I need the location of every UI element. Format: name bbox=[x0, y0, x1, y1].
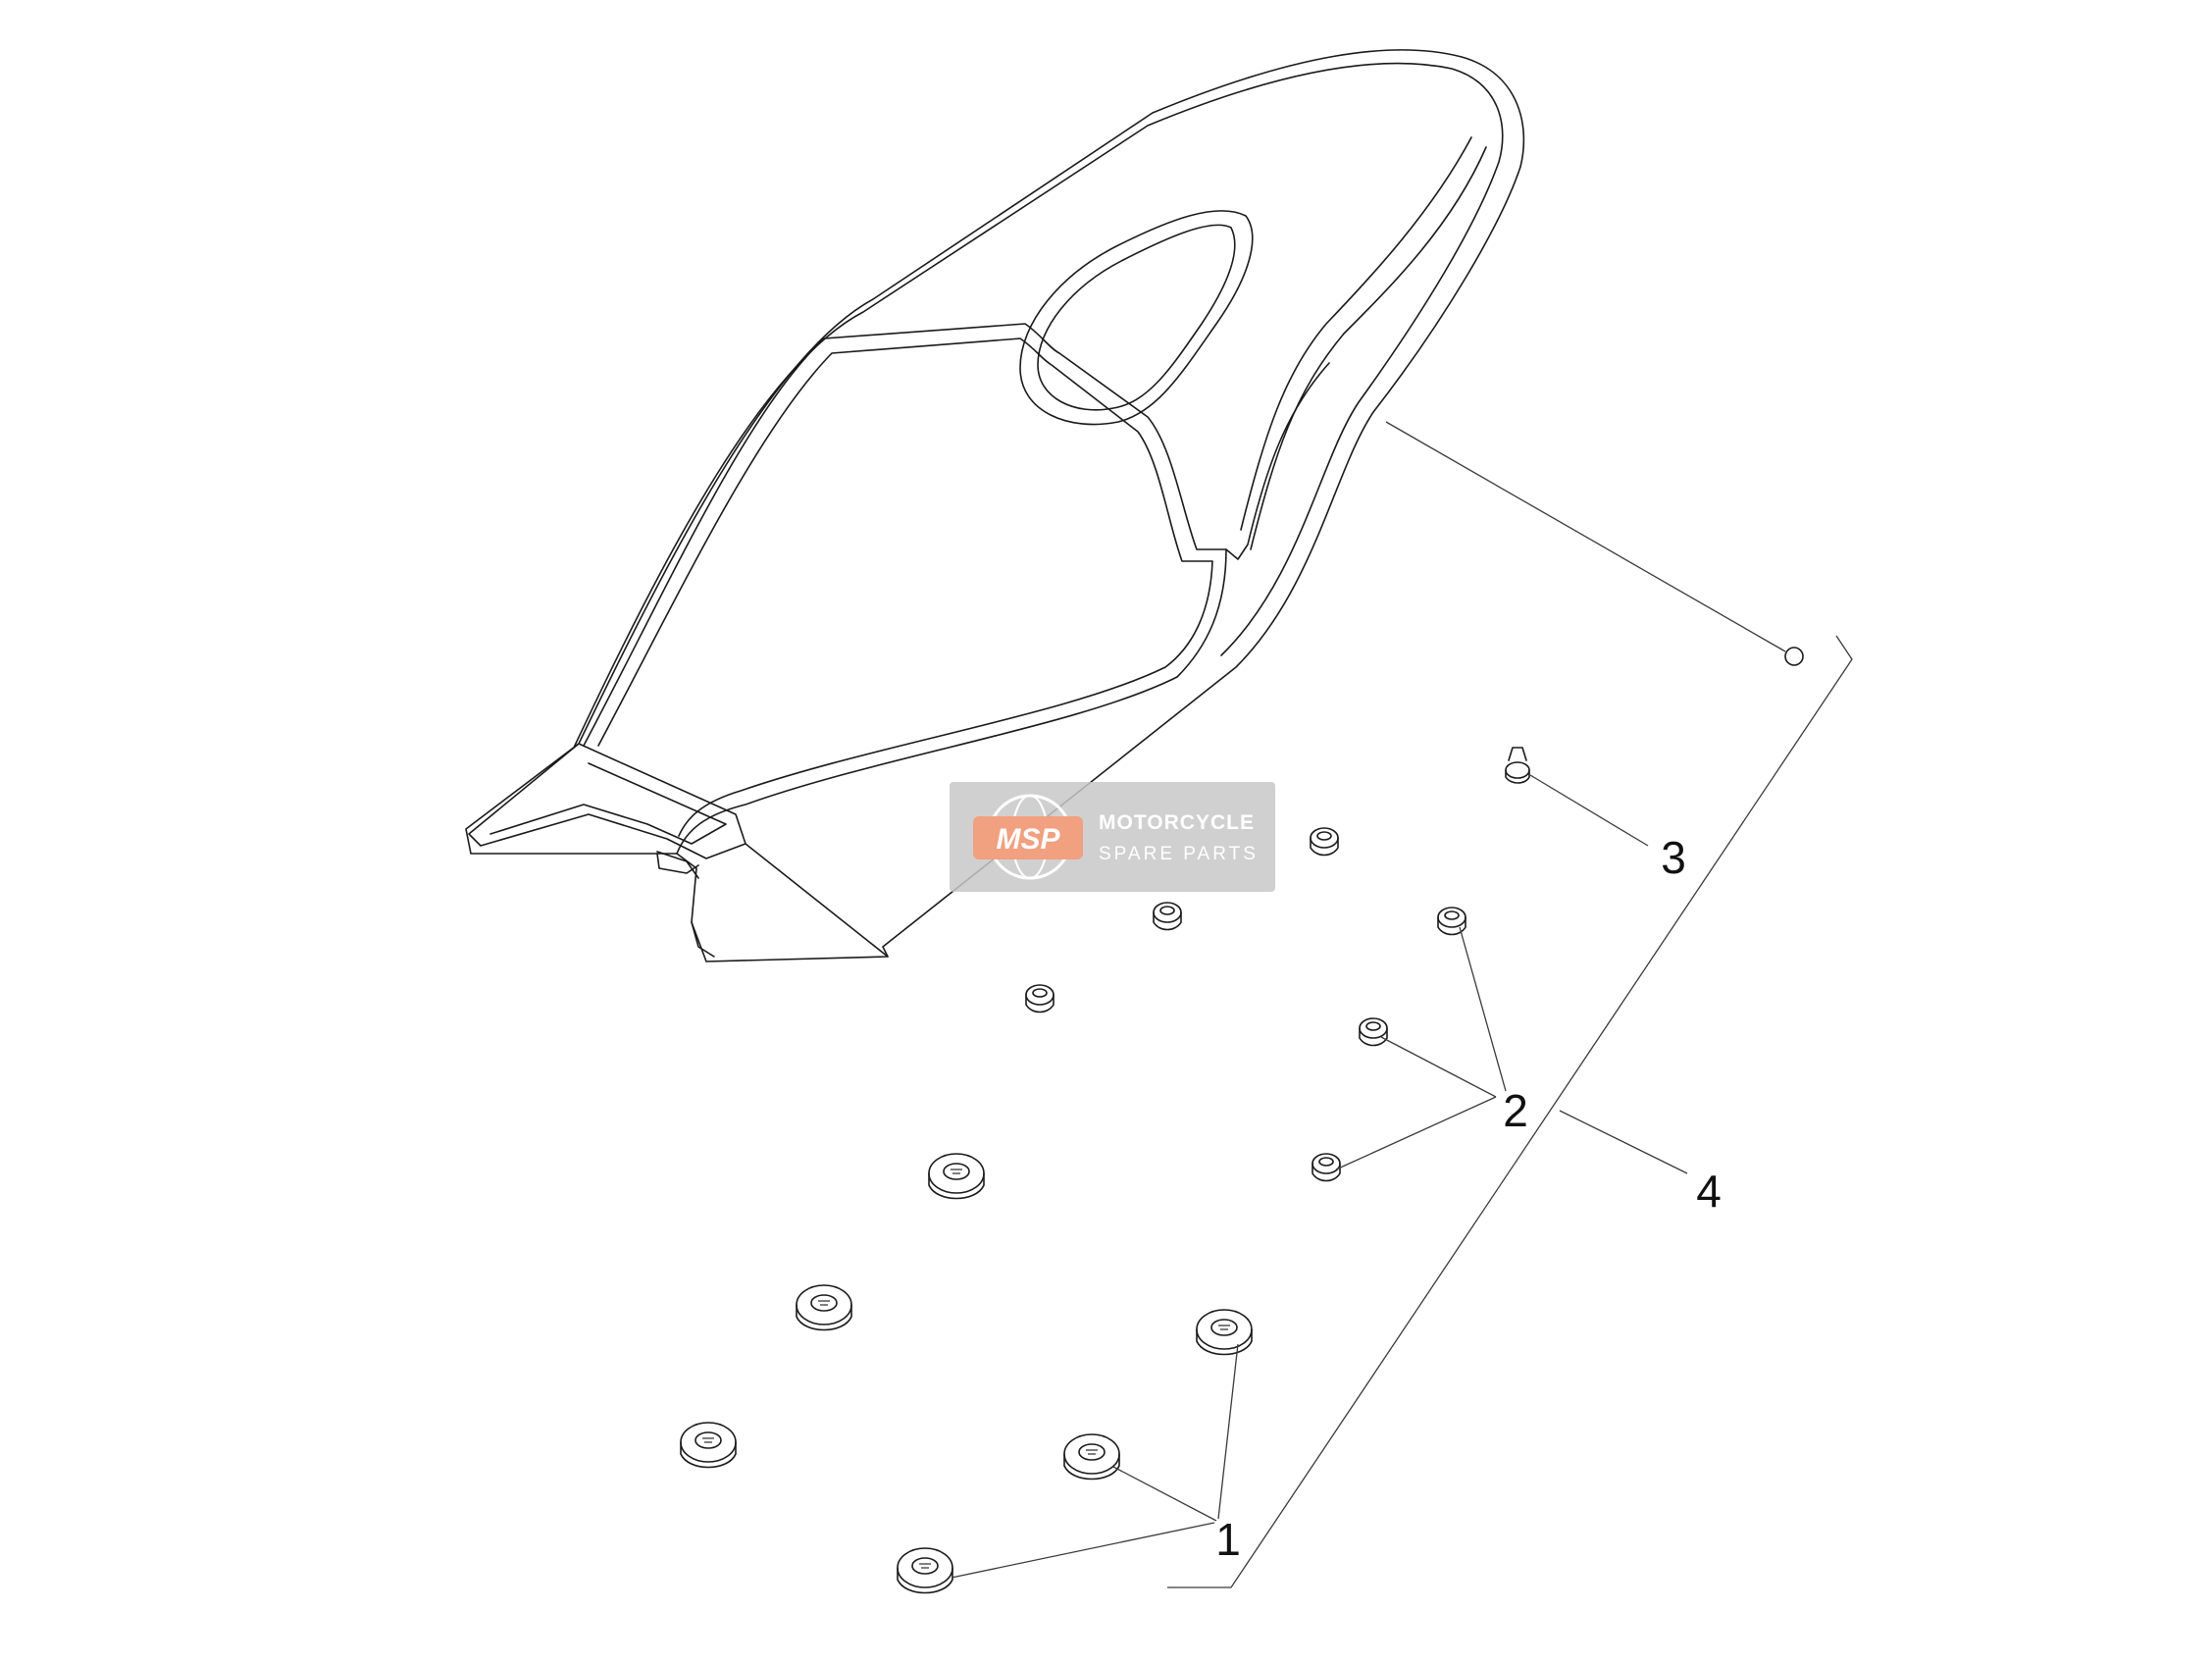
passenger-hump bbox=[1019, 210, 1254, 426]
grommet-part[interactable] bbox=[897, 1547, 953, 1594]
callout-4: 4 bbox=[1696, 1166, 1722, 1217]
seat-front-nose bbox=[468, 743, 746, 859]
seat-rim-line bbox=[573, 62, 1504, 749]
grommet-part[interactable] bbox=[1063, 1433, 1120, 1481]
buffer-part[interactable] bbox=[1359, 1017, 1388, 1047]
leader-2c bbox=[1335, 1096, 1497, 1170]
callout-labels: 3 2 4 1 bbox=[1215, 832, 1722, 1565]
callout-2: 2 bbox=[1503, 1085, 1528, 1136]
seat-assembly[interactable] bbox=[465, 49, 1525, 962]
grommet-part[interactable] bbox=[928, 1153, 985, 1200]
buffer-part[interactable] bbox=[1312, 1153, 1341, 1182]
leader-3 bbox=[1529, 774, 1649, 847]
leader-1a bbox=[1217, 1343, 1239, 1520]
leader-1b bbox=[1112, 1466, 1217, 1522]
leader-2a bbox=[1459, 926, 1507, 1092]
grommet-part[interactable] bbox=[796, 1284, 852, 1331]
watermark-title: MOTORCYCLE bbox=[1099, 811, 1255, 834]
callout-1: 1 bbox=[1215, 1514, 1241, 1565]
watermark: MSP MOTORCYCLE SPARE PARTS bbox=[950, 782, 1275, 892]
leader-1c bbox=[951, 1522, 1215, 1579]
pin-part[interactable] bbox=[1505, 747, 1530, 784]
watermark-subtitle: SPARE PARTS bbox=[1099, 844, 1259, 864]
seat-hook bbox=[656, 853, 699, 874]
seat-side-contour bbox=[1250, 146, 1487, 550]
grommet-part[interactable] bbox=[1196, 1309, 1253, 1356]
buffer-part[interactable] bbox=[1153, 902, 1182, 931]
leader-seat-ring bbox=[1385, 421, 1786, 652]
rider-seat-panel bbox=[583, 323, 1227, 855]
grommet-part[interactable] bbox=[680, 1422, 737, 1469]
leader-lines bbox=[951, 421, 1853, 1588]
watermark-logo: MSP bbox=[996, 823, 1060, 856]
leader-4-bracket bbox=[1167, 635, 1853, 1588]
buffer-part[interactable] bbox=[1437, 907, 1466, 936]
watermark-logo-badge bbox=[973, 816, 1083, 859]
buffer-part[interactable] bbox=[1310, 827, 1339, 857]
ring-part[interactable] bbox=[1784, 647, 1804, 666]
seat-tail bbox=[1225, 362, 1330, 560]
buffer-part[interactable] bbox=[1025, 984, 1055, 1013]
leader-4 bbox=[1559, 1110, 1688, 1174]
callout-3: 3 bbox=[1661, 832, 1686, 883]
leader-2b bbox=[1380, 1036, 1497, 1098]
watermark-box bbox=[950, 782, 1275, 892]
